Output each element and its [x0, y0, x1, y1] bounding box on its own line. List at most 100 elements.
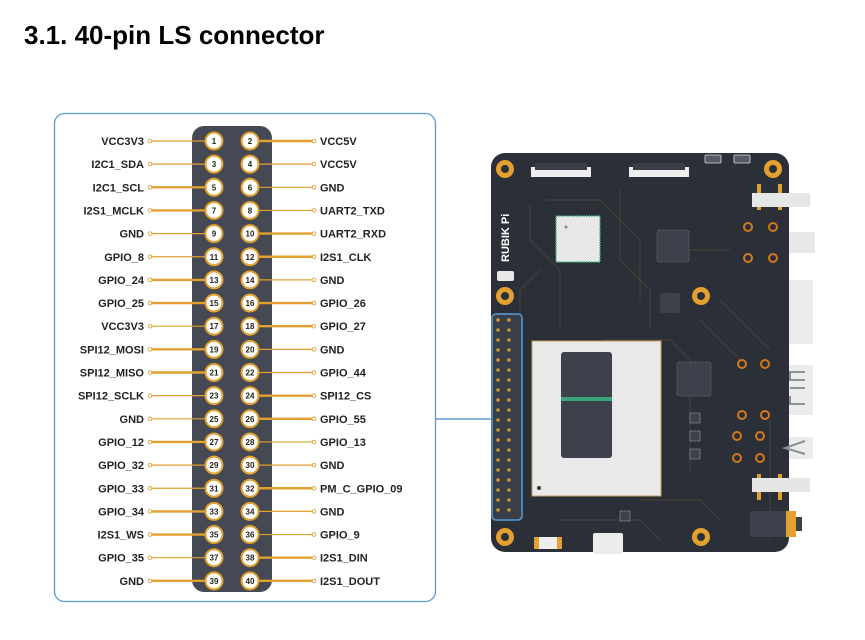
board-illustration: RUBIK Pi — [491, 153, 815, 554]
ic-small — [689, 412, 701, 424]
pin-lead-end-dot — [311, 231, 317, 236]
ic-chip — [676, 361, 712, 397]
pin-circle — [240, 224, 260, 244]
pin-lead-end-dot — [311, 208, 317, 213]
pin-number: 34 — [246, 507, 255, 516]
pin-number: 40 — [246, 577, 255, 586]
pin-38: 38 I2S1_DIN — [240, 548, 368, 568]
pin-circle — [240, 339, 260, 359]
pin-circle — [204, 293, 224, 313]
pin-label: I2C1_SCL — [93, 182, 145, 194]
pin-label: UART2_TXD — [320, 205, 385, 217]
pin-6: 6 GND — [240, 177, 345, 197]
pin-lead-end-dot — [147, 416, 153, 422]
pin-number: 8 — [248, 206, 253, 215]
pin-circle — [240, 501, 260, 521]
board-header-pin — [496, 458, 500, 462]
pin-circle — [204, 154, 224, 174]
pin-circle — [240, 131, 260, 151]
pin-circle — [204, 525, 224, 545]
pin-label: GND — [320, 182, 345, 194]
pin-label: GPIO_25 — [98, 298, 144, 310]
pin-15: 15 GPIO_25 — [98, 293, 224, 313]
pin-lead-end-dot — [147, 370, 153, 375]
pin-circle — [204, 131, 224, 151]
board-header-pin — [496, 478, 500, 482]
pin-label: GND — [120, 576, 145, 588]
pin-circle — [240, 548, 260, 568]
pin-circle — [240, 363, 260, 382]
pin-lead-end-dot — [311, 416, 317, 422]
board-header-pin — [496, 318, 500, 322]
board-header-pin — [507, 398, 511, 402]
pin-circle — [240, 525, 260, 545]
board-header-pin — [507, 408, 511, 412]
pin-label: GND — [320, 344, 345, 356]
pin-number: 23 — [210, 392, 219, 401]
pin-number: 3 — [212, 160, 217, 169]
pin-label: GND — [120, 229, 145, 241]
pin-label: GPIO_33 — [98, 483, 144, 495]
pin-number: 27 — [210, 438, 219, 447]
pin-number: 26 — [246, 415, 255, 424]
pin-number: 37 — [210, 554, 219, 563]
wifi-module — [555, 215, 601, 263]
board-header-pin — [496, 468, 500, 472]
board-header-pin — [496, 368, 500, 372]
pin-number: 1 — [212, 137, 217, 146]
pin-label: I2C1_SDA — [91, 159, 144, 171]
pin-number: 38 — [246, 554, 255, 563]
fpc-connector-1 — [531, 167, 591, 177]
pin-circle — [240, 293, 260, 313]
pin-number: 6 — [248, 183, 253, 192]
board-header-pin — [507, 338, 511, 342]
pin-number: 17 — [210, 322, 219, 331]
board-header-pin — [496, 378, 500, 382]
pin-circle — [204, 432, 224, 452]
pin-label: VCC3V3 — [101, 136, 144, 148]
pin-lead-end-dot — [147, 439, 153, 445]
pin-circle — [240, 200, 260, 220]
pin-label: GPIO_34 — [98, 506, 145, 518]
pin-lead-end-dot — [147, 138, 153, 144]
pin-number: 15 — [210, 299, 219, 308]
board-header-pin — [496, 448, 500, 452]
pin-number: 31 — [210, 484, 219, 493]
pin-circle — [240, 409, 260, 429]
pin-lead-end-dot — [147, 393, 153, 398]
pin-circle — [240, 478, 260, 498]
ic-small — [689, 448, 701, 460]
pin-number: 12 — [246, 253, 255, 262]
pin-label: I2S1_DIN — [320, 553, 368, 565]
board-header-pin — [496, 428, 500, 432]
pin-circle — [204, 247, 224, 267]
board-header-pin — [496, 328, 500, 332]
pin-lead-end-dot — [147, 185, 153, 190]
pin-label: SPI12_SCLK — [78, 391, 144, 403]
pin-label: GPIO_35 — [98, 553, 144, 565]
board-header-pin — [507, 418, 511, 422]
audio-jack — [750, 511, 788, 537]
pin-circle — [240, 154, 260, 174]
board-header-pin — [496, 348, 500, 352]
pin-number: 11 — [210, 253, 219, 262]
board-header-pin — [507, 468, 511, 472]
ic-small — [619, 510, 631, 522]
pin-lead-end-dot — [311, 323, 317, 329]
pin-31: 31 GPIO_33 — [98, 478, 224, 498]
pin-circle — [204, 571, 224, 591]
